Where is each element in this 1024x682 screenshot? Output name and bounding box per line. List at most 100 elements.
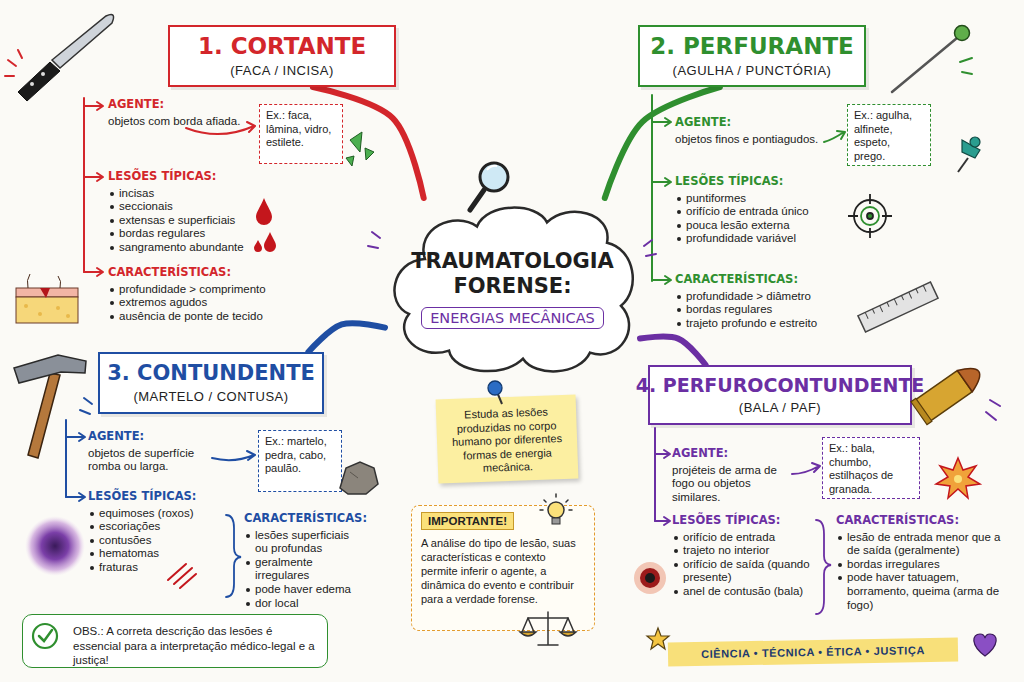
accent-ticks xyxy=(80,398,92,414)
hammer-icon xyxy=(14,355,86,458)
label-text: CARACTERÍSTICAS: xyxy=(244,511,367,525)
label-text: CARACTERÍSTICAS: xyxy=(836,513,959,527)
list-item: pode haver edema xyxy=(244,583,362,597)
label-text: pouca lesão externa xyxy=(686,219,790,231)
branch-tree xyxy=(655,517,670,525)
skin-section xyxy=(16,297,78,323)
gunshot-wound-icon xyxy=(640,568,660,588)
bullet-dot xyxy=(90,525,94,529)
label-text: fraturas xyxy=(99,561,138,573)
ruler-icon xyxy=(858,282,938,332)
bullet-dot xyxy=(110,288,114,292)
gunshot-wound-icon xyxy=(634,562,666,594)
label-text: LESÕES TÍPICAS: xyxy=(675,174,783,188)
label-column: CARACTERÍSTICAS:lesão de entrada menor q… xyxy=(836,514,1004,612)
scratch-marks xyxy=(168,564,196,588)
branch-tree xyxy=(84,102,103,110)
label-text: hematomas xyxy=(99,547,159,559)
pushpin-icon xyxy=(958,158,968,172)
star-icon xyxy=(647,628,669,649)
bullet-dot xyxy=(246,602,250,606)
branch-tree xyxy=(654,428,656,521)
node-text: (BALA / PAF) xyxy=(739,400,821,415)
spark-lines xyxy=(5,50,22,76)
brace xyxy=(226,515,241,597)
tape-banner: CIÊNCIA • TÉCNICA • ÉTICA • JUSTIÇA xyxy=(668,637,958,666)
bullet-dot xyxy=(90,512,94,516)
label-column: LESÕES TÍPICAS: orifício de entradatrajet… xyxy=(672,514,812,599)
branch-tree xyxy=(652,95,845,284)
bullet-icon xyxy=(957,361,986,392)
branch-tree xyxy=(792,463,820,474)
branch-tree xyxy=(66,433,85,441)
branch-box: 2. PERFURANTE(AGULHA / PUNCTÓRIA) xyxy=(638,25,866,87)
target-icon xyxy=(848,194,892,238)
bullet-icon xyxy=(911,398,932,424)
label-text: trajeto no interior xyxy=(683,544,769,556)
note-box: OBS.: A correta descrição das lesões é e… xyxy=(22,614,328,668)
node-title: 3. CONTUNDENTE xyxy=(107,362,315,385)
list-item: pode haver tatuagem, borramento, queima … xyxy=(836,571,1004,612)
bullet-dot xyxy=(90,566,94,570)
label-text: orifício de saída (quando presente) xyxy=(683,558,810,584)
list-item: contusões xyxy=(88,534,223,548)
list-item: incisas xyxy=(108,187,258,201)
rock-icon xyxy=(340,462,378,494)
label-column: CARACTERÍSTICAS:profundidade > comprimen… xyxy=(108,266,303,323)
label-text: extremos agudos xyxy=(119,296,207,308)
label-text: objetos de superfície romba ou larga. xyxy=(88,447,194,473)
example-box: Ex.: bala, chumbo, estilhaços de granada… xyxy=(822,437,920,499)
bruise-icon xyxy=(25,516,85,576)
bullet-dot xyxy=(677,210,681,214)
branch-tree xyxy=(66,493,85,501)
label-text: pode haver edema xyxy=(255,583,351,595)
bullet-dot xyxy=(838,536,842,540)
list-item: orifício de entrada xyxy=(672,531,812,545)
section-heading: AGENTE: xyxy=(108,98,256,112)
list-item: bordas irregulares xyxy=(836,558,1004,572)
branch-tree xyxy=(83,98,85,272)
list-item: lesões superficiais ou profundas xyxy=(244,529,362,556)
branch-tree xyxy=(66,420,255,501)
branch-tree xyxy=(84,173,103,181)
skin-section xyxy=(66,314,70,318)
list-item: sangramento abundante xyxy=(108,241,258,255)
bullet-dot xyxy=(110,232,114,236)
scale-icon xyxy=(520,632,576,636)
label-text: AGENTE: xyxy=(108,97,164,111)
label-column: LESÕES TÍPICAS:puntiformesorifício de en… xyxy=(675,175,860,246)
gunshot-wound-icon xyxy=(645,573,655,583)
label-text: LESÕES TÍPICAS: xyxy=(672,513,780,527)
section-heading: AGENTE: xyxy=(672,447,794,461)
target-icon xyxy=(867,213,873,219)
label-text: contusões xyxy=(99,534,151,546)
label-text: sangramento abundante xyxy=(119,241,244,253)
description-text: objetos com borda afiada. xyxy=(108,115,256,129)
branch-tree xyxy=(212,451,255,460)
branch-tree xyxy=(651,95,653,281)
node-title: 1. CORTANTE xyxy=(198,34,366,59)
branch-box: 3. CONTUNDENTE(MARTELO / CONTUSA) xyxy=(98,352,324,414)
label-text: equimoses (roxos) xyxy=(99,507,194,519)
list-item: trajeto profundo e estreito xyxy=(675,317,860,331)
magnifier-icon xyxy=(470,190,484,210)
list-item: geralmente irregulares xyxy=(244,556,362,583)
accent-ticks xyxy=(986,400,1000,420)
label-text: pode haver tatuagem, borramento, queima … xyxy=(847,571,999,610)
label-text: puntiformes xyxy=(686,192,746,204)
section-heading: LESÕES TÍPICAS: xyxy=(675,175,860,189)
knife-icon xyxy=(18,62,60,101)
bullet-dot xyxy=(110,301,114,305)
label-text: seccionais xyxy=(119,200,173,212)
list-item: anel de contusão (bala) xyxy=(672,585,812,599)
blood-drops xyxy=(264,232,276,252)
bullet-dot xyxy=(674,563,678,567)
node-title: TRAUMATOLOGIA FORENSE: xyxy=(410,249,615,299)
pushpin-icon xyxy=(958,137,980,172)
bullet-dot xyxy=(677,322,681,326)
gunshot-wound-icon xyxy=(634,562,666,594)
branch-tree xyxy=(652,178,671,186)
knife-icon xyxy=(30,82,34,86)
magnifier-icon xyxy=(470,163,508,210)
bullet-dot xyxy=(674,590,678,594)
